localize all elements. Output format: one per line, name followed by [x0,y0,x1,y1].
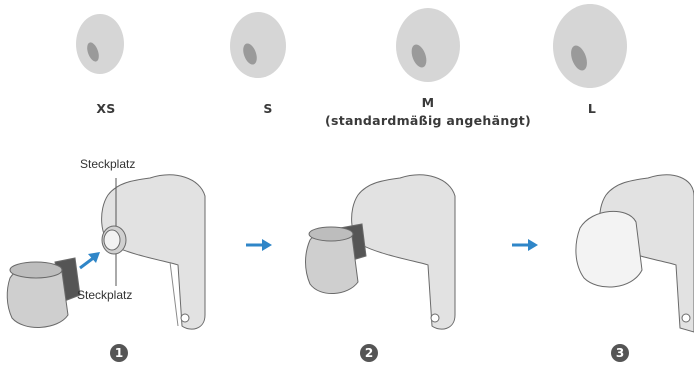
step-badge-1: 1 [110,344,128,362]
size-label-l: L [587,101,597,116]
ear-tip-s-image [230,12,286,78]
callout-slot-bottom: Steckplatz [77,288,133,302]
callout-slot-top: Steckplatz [80,157,136,171]
earbud-step-1-image [101,174,206,330]
size-label-s: S [263,101,273,116]
step-badge-2: 2 [360,344,378,362]
insert-arrow-icon [79,252,100,270]
ear-tip-detached-image [6,257,81,328]
step-arrow-2-icon [512,239,538,251]
size-label-m-note: (standardmäßig angehängt) [324,113,532,128]
earbud-step-2-image [305,174,456,330]
ear-tip-xs-image [76,14,124,74]
ear-tip-l-image [553,4,627,88]
size-label-xs: XS [96,101,116,116]
ear-tip-m-image [396,8,460,82]
size-label-m: M [421,95,435,110]
earbud-step-3-image [575,174,694,333]
step-arrow-1-icon [246,239,272,251]
step-badge-3: 3 [611,344,629,362]
